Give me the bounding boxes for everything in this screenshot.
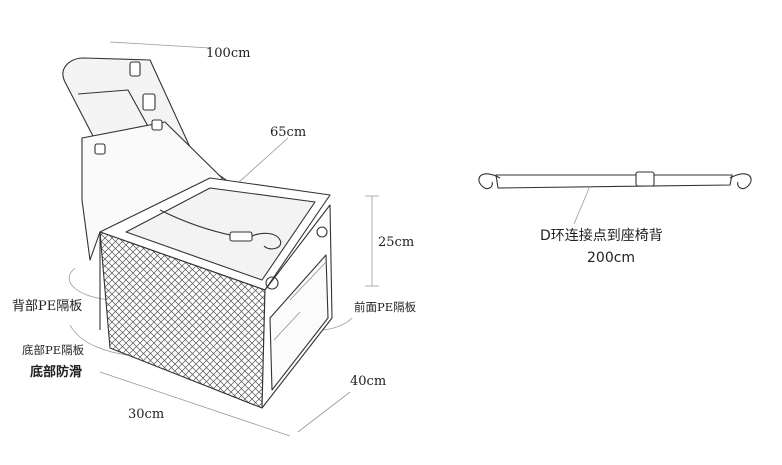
- strap-length-caption: 200cm: [587, 250, 636, 266]
- left-hook-icon: [478, 173, 501, 190]
- leash-clip-icon: [229, 231, 253, 242]
- width-label: 30cm: [128, 407, 165, 422]
- leash-strap: [159, 209, 236, 237]
- front-pocket: [269, 254, 329, 391]
- strap-adjuster-icon: [635, 171, 655, 187]
- depth-dim-line: [297, 391, 351, 433]
- back-board-label: 背部PE隔板: [12, 299, 83, 314]
- seat-carrier: [62, 57, 333, 409]
- strap-buckle-icon: [94, 61, 163, 155]
- bottom-board-label: 底部PE隔板: [22, 343, 85, 357]
- depth-label: 40cm: [350, 374, 387, 389]
- back-board-leader: [68, 267, 113, 301]
- leash-length-label: 65cm: [270, 125, 307, 140]
- d-ring-icon: [265, 276, 279, 290]
- right-hook-icon: [729, 173, 752, 190]
- width-dim-line: [99, 371, 291, 437]
- strap-caption: D环连接点到座椅背: [540, 228, 663, 244]
- strap-length-label: 100cm: [206, 46, 251, 61]
- strap-length-dim-line: [109, 41, 211, 49]
- height-label: 25cm: [378, 235, 415, 250]
- box-opening: [125, 187, 316, 281]
- front-board-label: 前面PE隔板: [354, 300, 417, 314]
- extension-strap: [478, 171, 752, 225]
- strap-caption-leader: [573, 185, 591, 225]
- anti-slip-label: 底部防滑: [30, 365, 83, 380]
- strap-band: [495, 174, 733, 189]
